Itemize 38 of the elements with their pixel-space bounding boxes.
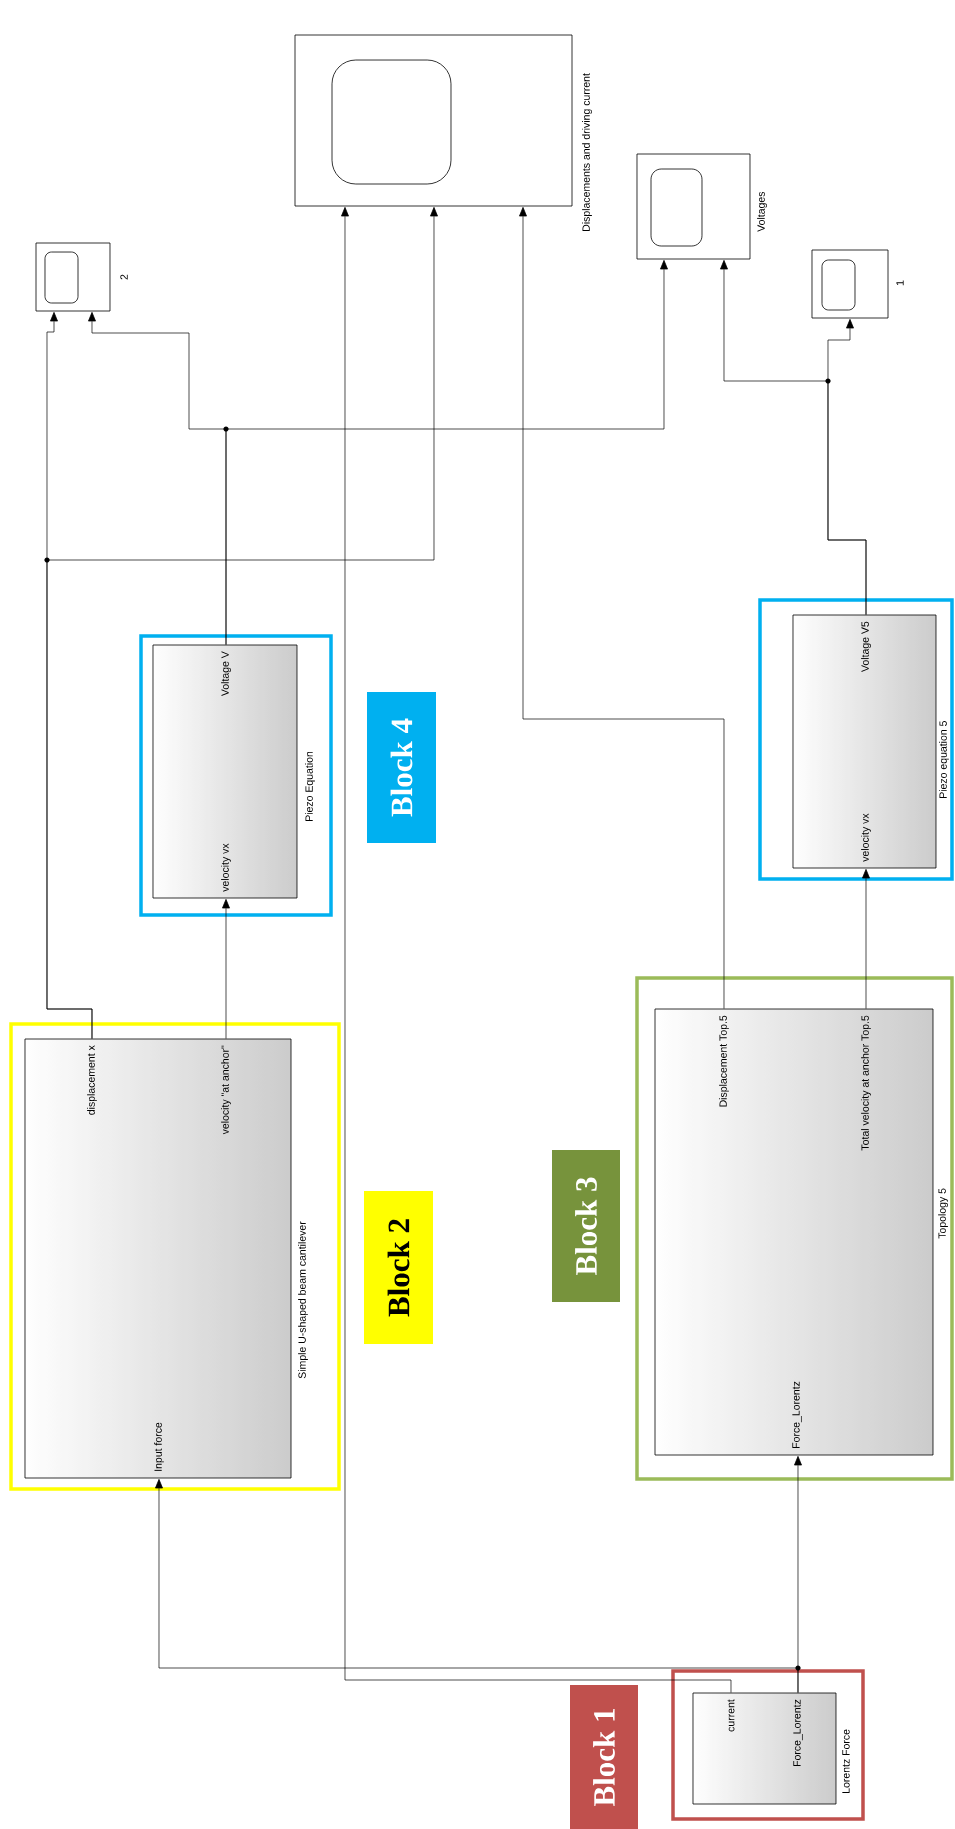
- highlight-frame: [139, 634, 333, 917]
- block-tag: Block 2: [364, 1191, 433, 1344]
- port-label: Voltage V5: [861, 621, 871, 672]
- port-label: velocity "at anchor": [221, 1045, 231, 1135]
- signal-arrow: [155, 1479, 799, 1693]
- port-label: Voltage V: [221, 651, 231, 697]
- block-name: Piezo Equation: [305, 751, 315, 821]
- scope-label: Displacements and driving current: [582, 73, 592, 231]
- port-label: Force_Lorentz: [792, 1381, 802, 1448]
- port-label: velocity vx: [221, 843, 231, 892]
- block-tag: Block 1: [570, 1685, 638, 1829]
- port-label: Input force: [154, 1422, 164, 1471]
- signal-arrow: [225, 260, 668, 645]
- scope-label: Voltages: [757, 191, 767, 232]
- block-name: Topology 5: [938, 1188, 948, 1239]
- highlight-frame: [9, 1022, 341, 1491]
- port-label: current: [727, 1699, 735, 1732]
- signal-arrow: [222, 899, 230, 1039]
- scope-label: 1: [896, 280, 904, 286]
- signal-arrow: [720, 260, 867, 615]
- highlight-frame: [758, 598, 954, 881]
- signal-arrow: [46, 207, 438, 1039]
- signal-arrow: [341, 207, 732, 1693]
- signal-arrow: [862, 869, 870, 1009]
- signal-arrow: [519, 207, 725, 1009]
- highlight-frame: [671, 1669, 865, 1821]
- port-label: velocity vx: [861, 813, 871, 862]
- scope-label: 2: [120, 274, 128, 280]
- block-name: Lorentz Force: [842, 1729, 850, 1793]
- port-label: Total velocity at anchor Top.5: [861, 1015, 871, 1151]
- block-name: Piezo equation 5: [939, 721, 949, 798]
- port-label: Displacement Top.5: [719, 1015, 729, 1107]
- block-name: Simple U-shaped beam cantilever: [298, 1221, 308, 1379]
- port-label: Force_Lorentz: [793, 1699, 803, 1767]
- block-tag: Block 4: [367, 692, 436, 843]
- highlight-frame: [635, 976, 954, 1481]
- port-label: displacement x: [87, 1045, 97, 1115]
- block-tag: Block 3: [552, 1150, 620, 1302]
